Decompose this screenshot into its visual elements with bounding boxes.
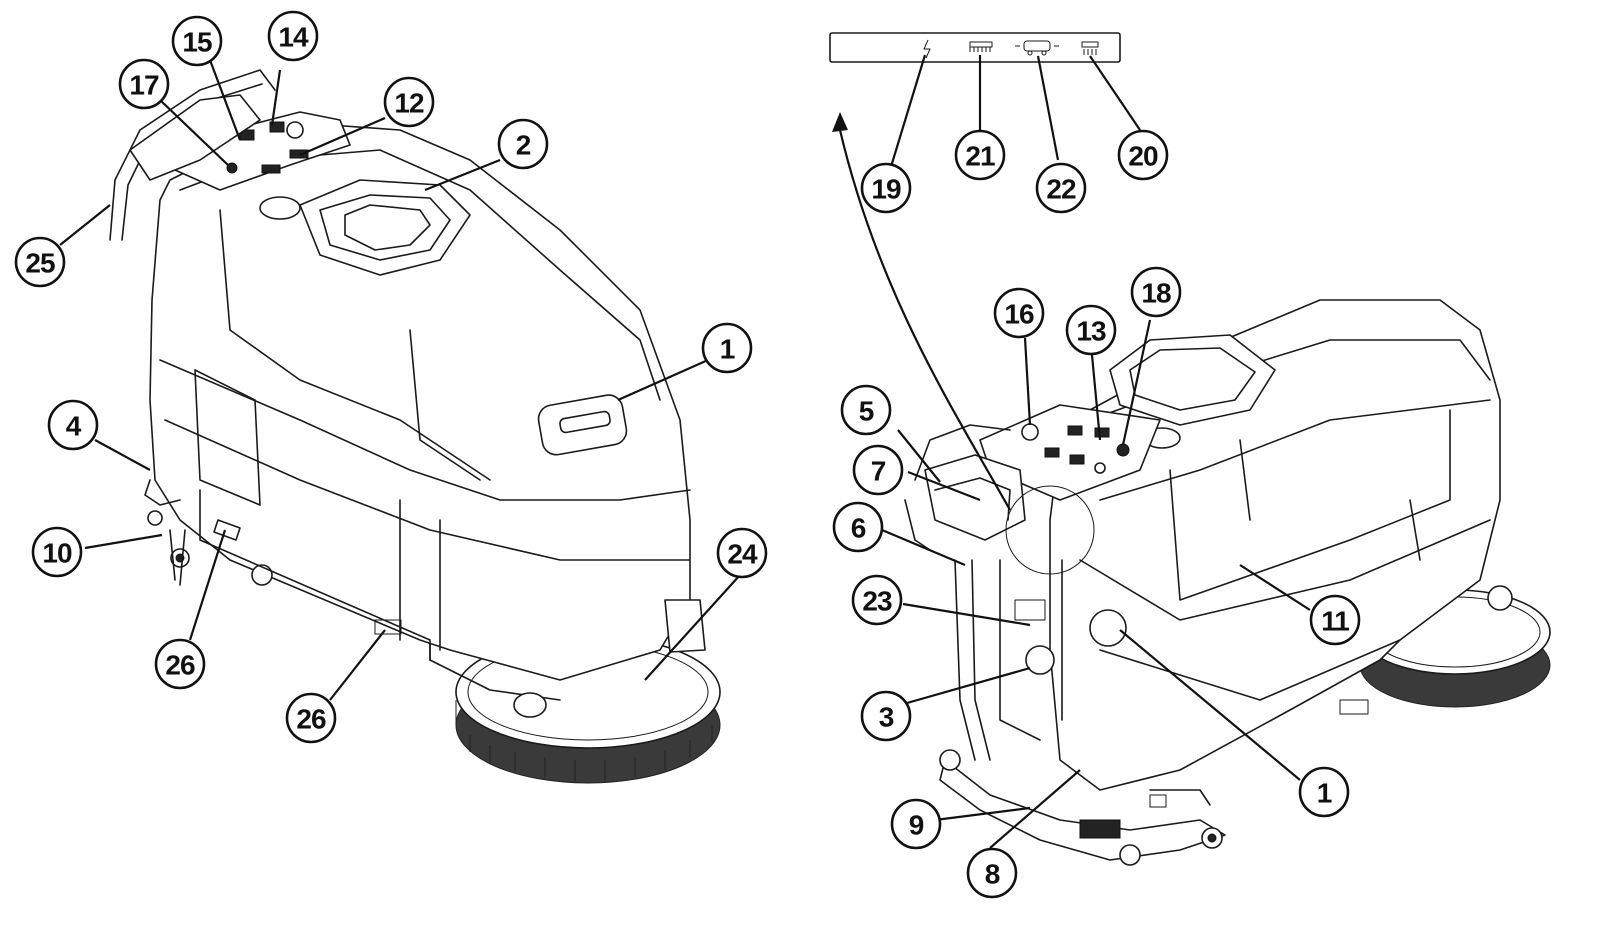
callout-4: 4 <box>47 399 99 451</box>
zoom-arrow <box>838 129 1011 511</box>
svg-text:24: 24 <box>727 539 758 570</box>
brush-icon <box>969 41 993 52</box>
callout-10: 10 <box>31 526 83 578</box>
svg-text:6: 6 <box>851 513 866 544</box>
callouts: 1 2 4 10 12 14 15 17 24 25 26 26 16 13 1… <box>14 10 1361 899</box>
machine-rear-view <box>832 112 1551 866</box>
callout-16: 16 <box>993 287 1045 339</box>
callout-13: 13 <box>1065 304 1117 356</box>
power-icon <box>923 39 931 59</box>
callout-24: 24 <box>716 527 768 579</box>
callout-18: 18 <box>1130 266 1182 318</box>
callout-19: 19 <box>860 162 912 214</box>
svg-text:22: 22 <box>1046 174 1076 205</box>
callout-26-left: 26 <box>154 638 206 690</box>
svg-text:3: 3 <box>879 702 894 733</box>
machine-travel-icon <box>1015 40 1059 56</box>
callout-22: 22 <box>1035 162 1087 214</box>
svg-text:16: 16 <box>1004 299 1034 330</box>
control-panel-detail <box>829 32 1121 63</box>
svg-text:26: 26 <box>296 704 326 735</box>
callout-14: 14 <box>267 10 319 62</box>
callout-26-bottom: 26 <box>285 692 337 744</box>
callout-15: 15 <box>171 15 223 67</box>
svg-text:14: 14 <box>278 22 309 53</box>
svg-text:18: 18 <box>1141 278 1171 309</box>
callout-1-rear: 1 <box>1298 766 1350 818</box>
callout-21: 21 <box>954 129 1006 181</box>
callout-9: 9 <box>890 798 942 850</box>
svg-text:1: 1 <box>1317 778 1332 809</box>
leader-lines <box>59 54 1311 849</box>
svg-text:1: 1 <box>720 334 735 365</box>
svg-text:26: 26 <box>165 650 195 681</box>
callout-3: 3 <box>860 690 912 742</box>
svg-text:21: 21 <box>965 141 995 172</box>
svg-text:2: 2 <box>516 130 531 161</box>
svg-text:11: 11 <box>1321 606 1349 637</box>
callout-6: 6 <box>832 501 884 553</box>
svg-text:4: 4 <box>66 411 82 442</box>
callout-5: 5 <box>840 384 892 436</box>
svg-text:13: 13 <box>1076 316 1106 347</box>
callout-7: 7 <box>852 444 904 496</box>
callout-8: 8 <box>966 847 1018 899</box>
svg-text:10: 10 <box>42 538 72 569</box>
svg-text:9: 9 <box>909 810 924 841</box>
svg-text:23: 23 <box>862 586 892 617</box>
callout-11: 11 <box>1309 594 1361 646</box>
svg-text:25: 25 <box>25 248 55 279</box>
solution-spray-icon <box>1081 41 1099 55</box>
svg-text:20: 20 <box>1128 141 1158 172</box>
svg-text:8: 8 <box>985 859 1000 890</box>
callout-1: 1 <box>701 322 753 374</box>
callout-12: 12 <box>383 76 435 128</box>
callout-2: 2 <box>497 118 549 170</box>
svg-text:19: 19 <box>871 174 901 205</box>
callout-20: 20 <box>1117 129 1169 181</box>
callout-23: 23 <box>851 574 903 626</box>
svg-text:17: 17 <box>129 70 159 101</box>
svg-text:7: 7 <box>871 456 886 487</box>
svg-text:12: 12 <box>394 88 424 119</box>
svg-text:5: 5 <box>859 396 874 427</box>
callout-25: 25 <box>14 236 66 288</box>
svg-text:15: 15 <box>182 27 212 58</box>
callout-17: 17 <box>118 58 170 110</box>
machine-front-view <box>109 69 721 784</box>
